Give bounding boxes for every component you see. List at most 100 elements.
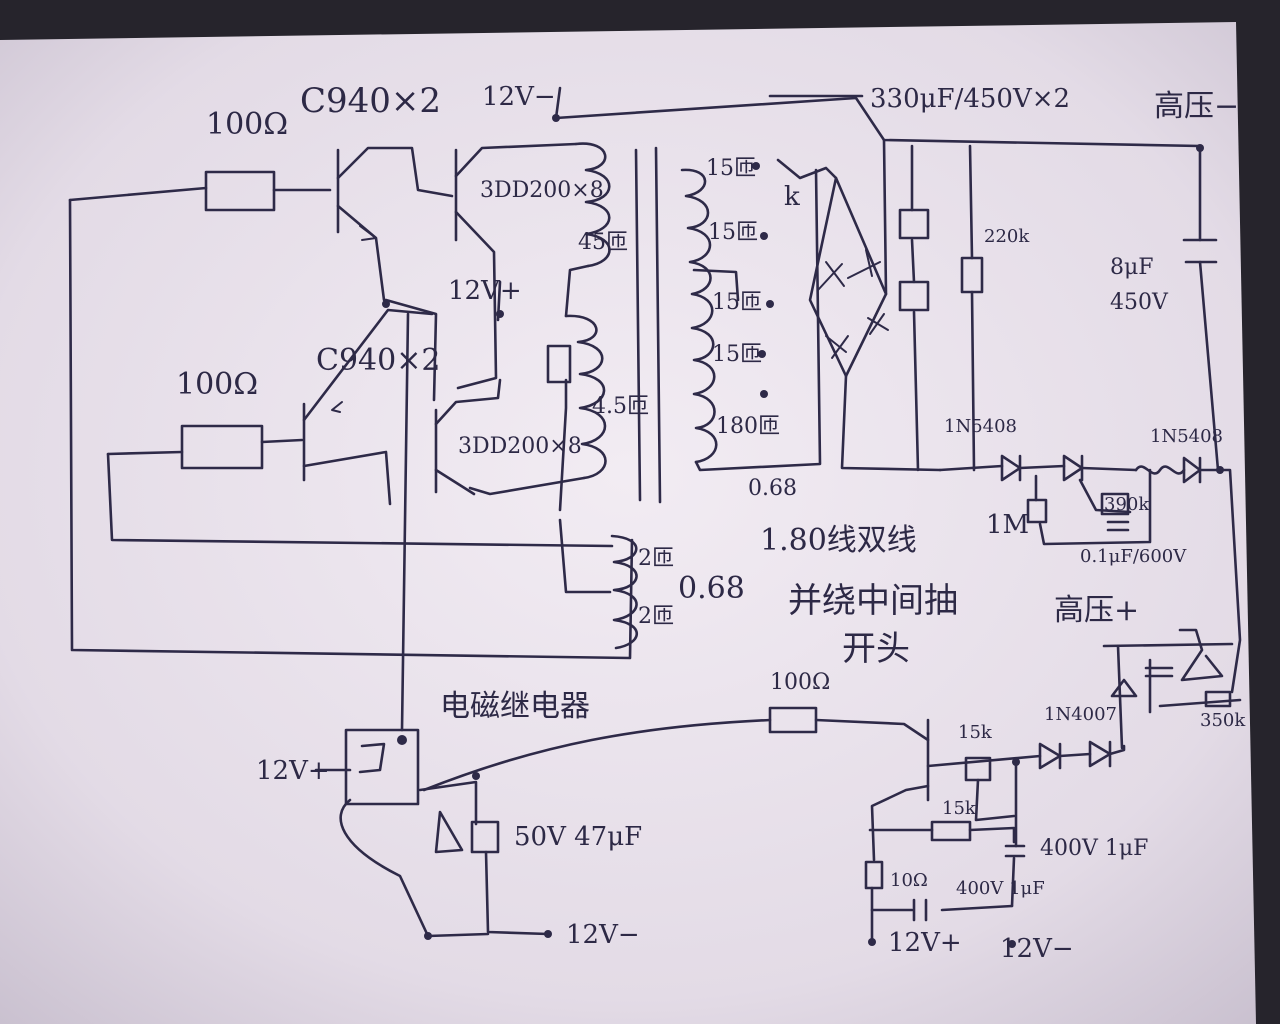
label-cap-small: 0.1μF/600V <box>1080 546 1187 567</box>
tap-selector-switch <box>776 158 838 180</box>
tap-dot <box>760 232 768 240</box>
label-cap-relay: 50V 47μF <box>514 822 643 852</box>
resistor-220k <box>960 256 984 294</box>
label-r-15k-a: 15k <box>958 722 992 743</box>
transistor-mid-driver <box>106 308 434 506</box>
label-feedback-gauge: 0.68 <box>678 571 745 606</box>
label-wire-gauge: 0.68 <box>748 476 797 501</box>
tap-dot <box>758 350 766 358</box>
relay-section <box>314 312 550 938</box>
label-diode-bottom: 1N4007 <box>1044 704 1118 725</box>
label-winding-note-1: 1.80线双线 <box>760 523 917 558</box>
resistor-100-top <box>204 170 276 212</box>
junction-dot <box>397 735 407 745</box>
resistor-10 <box>864 860 884 890</box>
label-diode-chain-left: 1N5408 <box>944 416 1018 437</box>
cap-330uf-a <box>898 208 930 240</box>
bottom-resistor-network <box>864 756 1026 942</box>
label-q-low-power: 3DD200×8 <box>458 434 582 459</box>
output-capacitors <box>898 144 984 472</box>
label-cap-output: 330μF/450V×2 <box>870 84 1071 114</box>
label-tap-180: 180匝 <box>716 414 780 439</box>
transistor-low-power <box>434 378 502 496</box>
transformer-primary <box>468 142 611 512</box>
label-cap-400v-2: 400V 1μF <box>956 878 1045 899</box>
label-q-mid-driver: C940×2 <box>316 343 441 378</box>
tap-dot <box>752 162 760 170</box>
label-winding-note-2: 并绕中间抽 <box>788 581 958 621</box>
resistor-390k <box>1100 492 1130 516</box>
resistor-350k <box>1204 690 1232 708</box>
top-rail-wires <box>554 86 1220 472</box>
junction-dot <box>424 932 432 940</box>
primary-center-tap-block <box>546 344 572 384</box>
label-supply-top: 12V− <box>482 82 556 112</box>
transistor-top-power <box>454 142 578 390</box>
label-coil-45: 45匝 <box>578 230 628 255</box>
label-r-390k: 390k <box>1104 494 1150 515</box>
paper-sheet <box>0 22 1256 1024</box>
label-tap-15-c: 15匝 <box>712 290 762 315</box>
label-winding-note-3: 开头 <box>842 629 910 669</box>
label-r-10: 10Ω <box>890 870 928 891</box>
junction-dot <box>382 300 390 308</box>
label-q-top-power: 3DD200×8 <box>480 178 604 203</box>
label-tap-15-b: 15匝 <box>708 220 758 245</box>
junction-dot <box>868 938 876 946</box>
snubber-network <box>1026 468 1152 546</box>
tap-dot <box>760 390 768 398</box>
label-coil-4-5: 4.5匝 <box>592 394 649 419</box>
feedback-winding <box>106 452 638 650</box>
label-feedback-2: 2匝 <box>638 546 674 571</box>
label-r-15k-b: 15k <box>942 798 976 819</box>
junction-dot <box>552 114 560 122</box>
junction-dot <box>1008 940 1016 948</box>
label-hv-positive: 高压+ <box>1054 593 1140 628</box>
series-capacitor <box>1182 238 1218 264</box>
bottom-diodes <box>1038 740 1126 770</box>
top-resistor-loop <box>68 170 634 660</box>
label-bottom-supply-neg-2: 12V− <box>1000 934 1074 964</box>
label-r-mid: 100Ω <box>176 367 259 402</box>
label-bottom-supply-neg: 12V− <box>566 920 640 950</box>
junction-dot <box>1012 758 1020 766</box>
junction-dot <box>496 310 504 318</box>
label-r-bottom: 100Ω <box>770 670 831 695</box>
label-feedback-2b: 2匝 <box>638 604 674 629</box>
label-relay: 电磁继电器 <box>440 689 590 724</box>
hv-output-section <box>1102 628 1242 750</box>
relay-box <box>344 728 420 806</box>
label-r-1m: 1M <box>986 510 1030 540</box>
junction-dot <box>472 772 480 780</box>
label-cap-400v-1: 400V 1μF <box>1040 836 1149 861</box>
label-tap-15-d: 15匝 <box>712 342 762 367</box>
label-r-bleed: 220k <box>984 226 1030 247</box>
cap-47uf <box>470 820 500 854</box>
label-r-top: 100Ω <box>206 107 289 142</box>
transistor-top-driver <box>336 146 454 302</box>
resistor-1m <box>1026 498 1048 524</box>
junction-dot <box>1196 144 1204 152</box>
label-r-350k: 350k <box>1200 710 1246 731</box>
label-tap-k: k <box>784 182 800 212</box>
label-tap-15-a: 15匝 <box>706 156 756 181</box>
junction-dot <box>544 930 552 938</box>
diode-chain <box>938 454 1242 694</box>
label-diode-chain-right: 1N5408 <box>1150 426 1224 447</box>
bridge-rectifier <box>808 138 942 472</box>
label-hv-negative: 高压− <box>1154 89 1240 124</box>
resistor-100-bottom <box>768 706 818 734</box>
junction-dot <box>1216 466 1224 474</box>
label-bottom-supply-pos: 12V+ <box>888 928 962 958</box>
tap-dot <box>766 300 774 308</box>
transformer-core <box>634 146 662 504</box>
label-supply-mid: 12V+ <box>448 276 522 306</box>
label-relay-supply: 12V+ <box>256 756 330 786</box>
cap-330uf-b <box>898 280 930 312</box>
label-q-top-driver: C940×2 <box>300 81 442 121</box>
resistor-15k-b <box>930 820 972 842</box>
transistor-bottom <box>422 706 1042 862</box>
label-cap-series: 8μF 450V <box>1110 255 1168 316</box>
